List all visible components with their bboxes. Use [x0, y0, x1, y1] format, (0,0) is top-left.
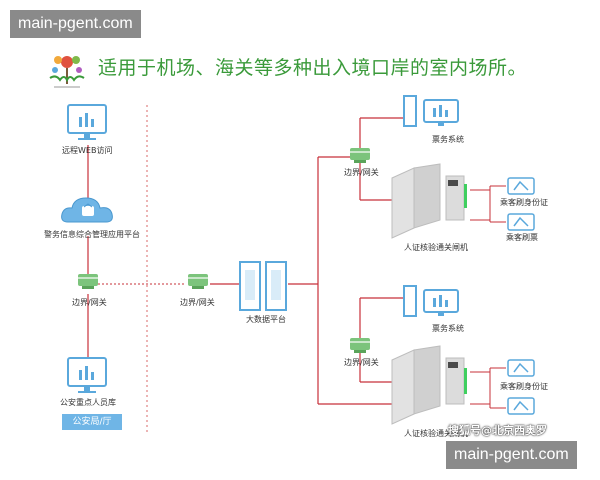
headline: 适用于机场、海关等多种出入境口岸的室内场所。 — [98, 57, 528, 79]
label-gateway-left: 边界/网关 — [72, 298, 107, 307]
watermark-bottom: main-pgent.com — [446, 441, 577, 469]
label-remote-web: 远程WEB访问 — [62, 146, 113, 155]
ticket-system-icon-top — [403, 95, 459, 127]
label-police-cloud: 警务信息综合管理应用平台 — [44, 230, 140, 239]
monitor-icon — [67, 104, 107, 140]
company-logo — [49, 56, 85, 88]
label-key-db: 公安重点人员库 — [60, 398, 116, 407]
label-gate-bot: 人证核验通关闸机 — [404, 429, 468, 438]
label-gate-top: 人证核验通关闸机 — [404, 243, 468, 252]
watermark-top: main-pgent.com — [10, 10, 141, 38]
router-icon-mid — [188, 274, 208, 289]
label-gateway-top: 边界/网关 — [344, 168, 379, 177]
label-id-bot: 乘客刷身份证 — [500, 382, 548, 391]
ticket-card-icon-bot — [507, 397, 535, 415]
label-gateway-mid: 边界/网关 — [180, 298, 215, 307]
label-gateway-bot: 边界/网关 — [344, 358, 379, 367]
label-ticket-card-top: 乘客刷票 — [506, 233, 538, 242]
label-ticket-top: 票务系统 — [432, 135, 464, 144]
id-card-icon-top — [507, 177, 535, 195]
router-icon-left — [78, 274, 98, 289]
turnstile-gate-icon-top — [391, 163, 467, 239]
ticket-system-icon-bot — [403, 285, 459, 317]
label-ticket-bot: 票务系统 — [432, 324, 464, 333]
source-credit: 搜狐号@北京西奥罗 — [448, 424, 547, 437]
router-icon-top — [350, 148, 370, 163]
turnstile-gate-icon-bot — [391, 345, 467, 425]
label-id-top: 乘客刷身份证 — [500, 198, 548, 207]
ticket-card-icon-top — [507, 213, 535, 231]
database-monitor-icon — [67, 357, 107, 393]
router-icon-bot — [350, 338, 370, 353]
server-icon — [239, 261, 287, 311]
ministry-badge: 公安局/厅 — [62, 414, 122, 430]
label-bigdata: 大数据平台 — [246, 315, 286, 324]
id-card-icon-bot — [507, 359, 535, 377]
cloud-icon — [61, 197, 113, 223]
